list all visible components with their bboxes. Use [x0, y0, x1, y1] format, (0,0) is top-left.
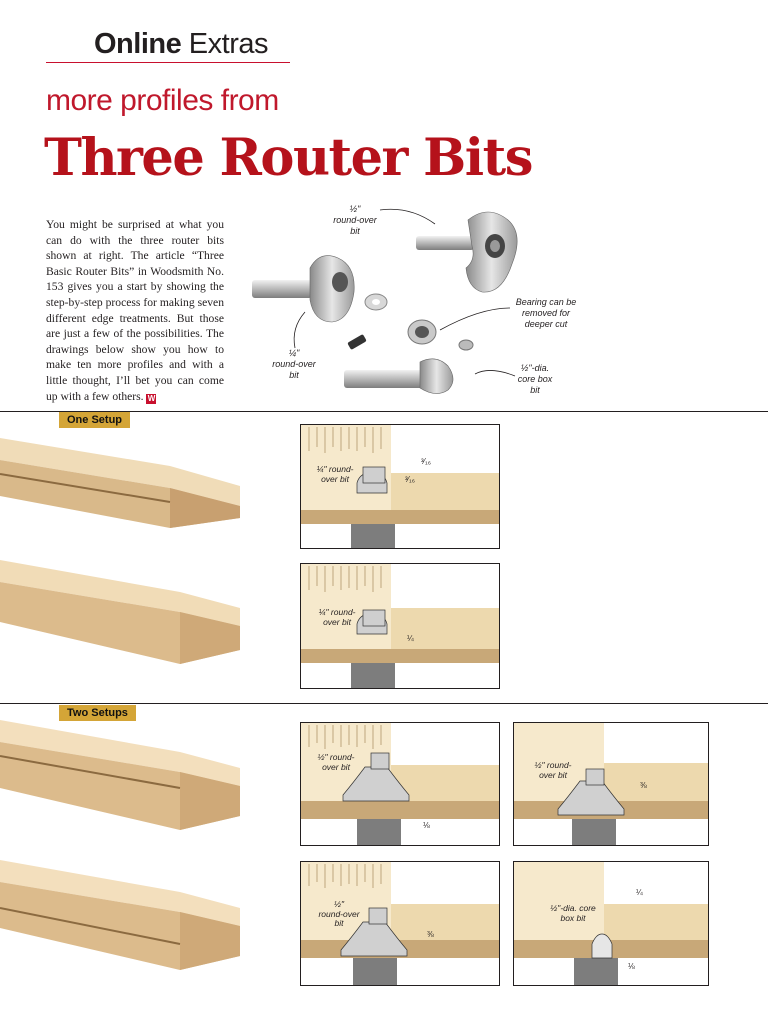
- diagram-drawing: [301, 723, 499, 845]
- intro-paragraph: You might be surprised at what you can d…: [46, 217, 224, 404]
- diagram-2: ¼" round-over bit ¼: [300, 563, 500, 689]
- label-line: ¼" round-: [316, 464, 354, 474]
- diagram-label: ¼" round-over bit: [309, 607, 365, 627]
- label-line: ½": [333, 899, 345, 909]
- label-line: ½"-dia. core: [550, 903, 596, 913]
- page-subtitle: more profiles from: [46, 84, 279, 117]
- diagram-label: ½" round-over bit: [524, 760, 582, 780]
- header-online: Online: [94, 28, 182, 60]
- header-rule: [46, 62, 290, 63]
- diagram-label: ½" round-over bit: [307, 752, 365, 772]
- label-line: core box: [517, 374, 553, 384]
- quarter-roundover-bit: [252, 255, 355, 323]
- label-line: ½" round-: [317, 752, 355, 762]
- core-box-bit: [344, 358, 454, 394]
- header-extras: Extras: [188, 28, 269, 60]
- label-line: round-over: [333, 215, 377, 225]
- screw: [347, 334, 367, 350]
- diagram-4: ½" round-over bit ⅜: [513, 722, 709, 846]
- label-line: over bit: [322, 761, 350, 772]
- dimension-a: ⅜: [427, 930, 434, 939]
- diagram-drawing: [301, 564, 499, 688]
- section-rule: [0, 411, 768, 412]
- label-bearing: Bearing can be removed for deeper cut: [508, 297, 584, 330]
- label-line: removed for: [521, 308, 571, 318]
- label-line: ¼": [288, 348, 300, 358]
- label-line: ½" round-: [534, 760, 572, 770]
- dimension-b: ⅛: [628, 962, 635, 971]
- board-photo-1: [0, 438, 240, 528]
- tag-one-setup: One Setup: [59, 412, 131, 428]
- bearing: [407, 319, 437, 345]
- diagram-drawing: [514, 723, 708, 845]
- board-photo-4: [0, 860, 240, 970]
- intro-text: You might be surprised at what you can d…: [46, 218, 224, 403]
- board-photo-2: [0, 560, 240, 664]
- section-rule: [0, 703, 768, 704]
- dimension-a: ⅛: [423, 821, 430, 830]
- label-line: ½"-dia.: [520, 363, 550, 373]
- label-quarter-roundover: ¼" round-over bit: [266, 348, 322, 381]
- label-line: ½": [349, 204, 361, 214]
- diagram-3: ½" round-over bit ⅛: [300, 722, 500, 846]
- label-line: bit: [289, 370, 299, 380]
- label-line: box bit: [560, 912, 586, 923]
- diagram-drawing: [301, 862, 499, 985]
- router-bits-photo: [252, 208, 518, 394]
- label-line: over bit: [321, 473, 349, 484]
- label-core-box: ½"-dia. core box bit: [510, 363, 560, 396]
- board-photo-3: [0, 720, 240, 830]
- dimension-a: ⅜: [640, 781, 647, 790]
- end-mark-icon: W: [146, 393, 157, 404]
- label-line: ¼" round-: [318, 607, 356, 617]
- label-line: Bearing can be: [515, 297, 577, 307]
- diagram-drawing: [301, 425, 499, 548]
- label-line: deeper cut: [524, 319, 568, 329]
- label-line: bit: [334, 918, 344, 928]
- half-roundover-bit: [416, 211, 518, 293]
- label-line: round-over: [318, 908, 360, 919]
- dimension-a: ¼: [636, 888, 643, 897]
- dimension-a: ¼: [407, 634, 414, 643]
- dimension-b: ³⁄₁₆: [405, 475, 415, 484]
- tag-two-setups: Two Setups: [59, 705, 136, 721]
- diagram-1: ¼" round-over bit ³⁄₁₆ ³⁄₁₆: [300, 424, 500, 549]
- diagram-drawing: [514, 862, 708, 985]
- section-header: Online Extras: [94, 28, 268, 61]
- label-line: over bit: [323, 616, 351, 627]
- dimension-a: ³⁄₁₆: [421, 457, 431, 466]
- page-title: Three Router Bits: [44, 128, 533, 188]
- label-line: over bit: [539, 769, 567, 780]
- label-line: round-over: [272, 359, 316, 369]
- label-line: bit: [350, 226, 360, 236]
- label-half-roundover: ½" round-over bit: [330, 204, 380, 237]
- diagram-label: ¼" round-over bit: [307, 464, 363, 484]
- label-line: bit: [530, 385, 540, 395]
